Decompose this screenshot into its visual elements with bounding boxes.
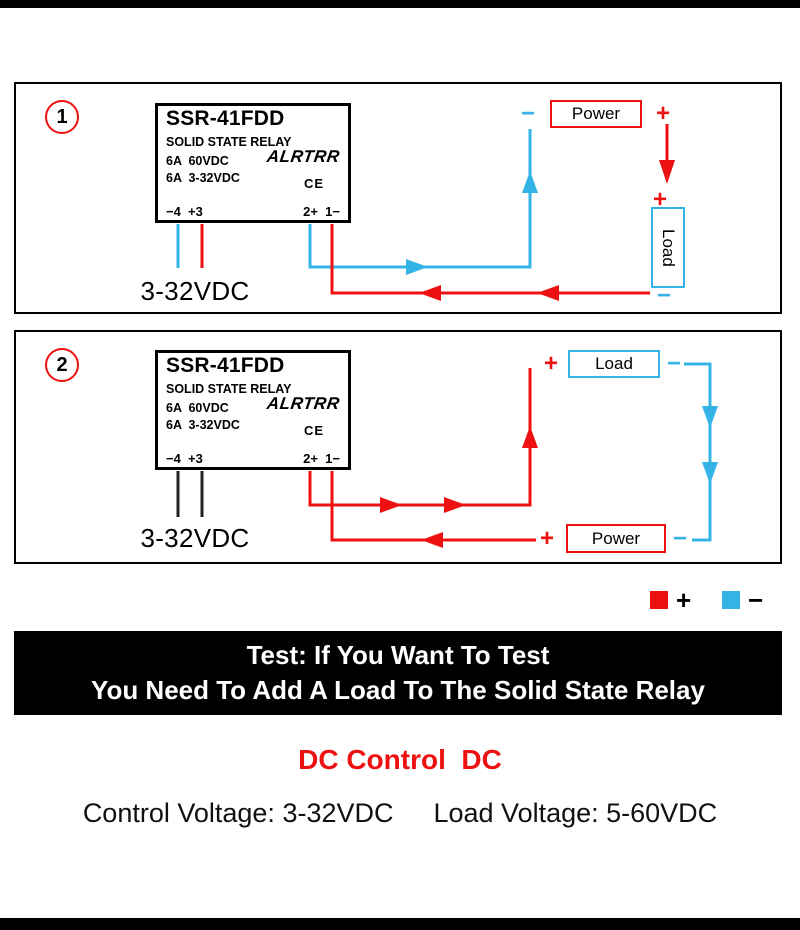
power-box-2: Power (566, 524, 666, 553)
diagram1-number: 1 (56, 105, 68, 128)
relay-model: SSR-41FDD (166, 354, 285, 377)
relay-rating-output: 6A 60VDC (166, 401, 229, 415)
diagram2-number-badge: 2 (45, 348, 79, 382)
d2-arrow-right-icon-2 (444, 497, 466, 513)
d1-power-minus-sign: − (521, 100, 536, 127)
relay-rating-input: 6A 3-32VDC (166, 418, 240, 432)
top-border-bar (0, 0, 800, 8)
load-label: Load (659, 228, 678, 267)
ce-mark: CE (303, 176, 324, 191)
d2-arrow-left-icon (421, 532, 443, 548)
relay-type: SOLID STATE RELAY (166, 382, 292, 396)
brand-logo: ALRTRR (266, 394, 342, 413)
d2-load-minus-sign: − (667, 350, 682, 377)
legend-negative-swatch (722, 591, 740, 609)
power-label: Power (591, 528, 641, 548)
relay-rating-output: 6A 60VDC (166, 154, 229, 168)
relay-type: SOLID STATE RELAY (166, 135, 292, 149)
d2-return-wire-from-power (330, 471, 536, 542)
d1-arrow-left-icon-1 (537, 285, 559, 301)
ce-mark: CE (303, 423, 324, 438)
d2-arrow-right-icon-1 (380, 497, 402, 513)
load-box-1: Load (651, 207, 685, 288)
relay-terminals-right: 2+ 1− (303, 204, 340, 219)
relay-rating-input: 6A 3-32VDC (166, 171, 240, 185)
dc-control-subtitle: DC Control DC (298, 744, 502, 775)
load-box-2: Load (568, 350, 660, 378)
d1-arrow-right-icon (406, 259, 428, 275)
relay-model: SSR-41FDD (166, 107, 285, 130)
diagram1-number-badge: 1 (45, 100, 79, 134)
power-box-1: Power (550, 100, 642, 128)
d2-arrow-up-icon (522, 426, 538, 448)
diagram2-number: 2 (56, 353, 68, 376)
voltage-specs-row: Control Voltage: 3-32VDC Load Voltage: 5… (0, 798, 800, 829)
d1-return-wire-positive (330, 224, 650, 295)
control-voltage-spec: Control Voltage: 3-32VDC (82, 798, 394, 828)
banner-line-2: You Need To Add A Load To The Solid Stat… (91, 675, 705, 705)
relay-terminals-right: 2+ 1− (303, 451, 340, 466)
legend-positive-swatch (650, 591, 668, 609)
control-voltage-label-2: 3-32VDC (140, 523, 250, 553)
power-label: Power (571, 104, 621, 123)
legend-plus-sign: + (676, 585, 692, 615)
bottom-border-bar (0, 918, 800, 930)
d2-power-plus-sign: + (540, 525, 555, 552)
load-label: Load (595, 354, 633, 373)
legend-minus-sign: − (748, 585, 764, 615)
d2-arrow-down-icon-2 (702, 462, 718, 484)
d1-arrow-left-icon-2 (419, 285, 441, 301)
d1-arrow-down-icon (659, 160, 675, 184)
control-voltage-label-1: 3-32VDC (140, 276, 250, 306)
relay-box-1: SSR-41FDD SOLID STATE RELAY 6A 60VDC 6A … (155, 103, 351, 223)
relay-box-2: SSR-41FDD SOLID STATE RELAY 6A 60VDC 6A … (155, 350, 351, 470)
d1-arrow-up-icon (522, 171, 538, 193)
load-voltage-spec: Load Voltage: 5-60VDC (433, 798, 718, 828)
brand-logo: ALRTRR (266, 147, 342, 166)
relay-terminals-left: −4 +3 (166, 451, 203, 466)
d1-load-plus-sign: + (653, 186, 668, 213)
d2-load-to-power-wire (684, 362, 712, 542)
d2-load-plus-sign: + (544, 350, 559, 377)
d1-power-plus-sign: + (656, 100, 671, 127)
d2-arrow-down-icon-1 (702, 406, 718, 428)
relay-terminals-left: −4 +3 (166, 204, 203, 219)
d1-load-minus-sign: − (657, 282, 672, 309)
test-banner: Test: If You Want To Test You Need To Ad… (14, 631, 782, 715)
banner-line-1: Test: If You Want To Test (246, 639, 550, 670)
d2-power-minus-sign: − (673, 525, 688, 552)
